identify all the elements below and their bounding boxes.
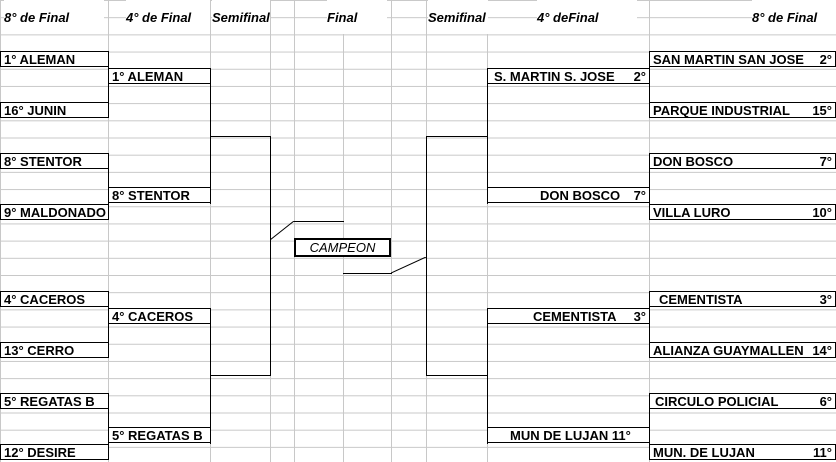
header-right-semi: Semifinal <box>428 0 488 34</box>
grid-line <box>108 0 109 462</box>
bracket-connector <box>426 136 488 137</box>
bracket-connector <box>210 136 271 137</box>
bracket-connector <box>210 375 271 376</box>
bracket-connector <box>487 68 488 204</box>
bracket-connector <box>649 393 650 460</box>
left-r16-slot: 5° REGATAS B <box>0 393 109 409</box>
left-r16-slot: 16° JUNIN <box>0 102 109 118</box>
bracket-connector <box>210 308 211 444</box>
bracket-connector <box>108 153 109 220</box>
bracket-connector <box>294 221 344 222</box>
grid-line <box>391 0 392 462</box>
left-r16-slot: 4° CACEROS <box>0 291 109 307</box>
grid-line <box>649 0 650 462</box>
bracket-connector <box>426 375 488 376</box>
left-quarter-slot: 1° ALEMAN <box>108 68 211 84</box>
bracket-connector <box>108 51 109 118</box>
bracket-connector <box>343 273 392 274</box>
left-r16-slot: 1° ALEMAN <box>0 51 109 67</box>
left-r16-slot: 8° STENTOR <box>0 153 109 169</box>
grid-line <box>343 0 344 462</box>
left-quarter-slot: 8° STENTOR <box>108 187 211 203</box>
bracket-connector <box>649 51 650 118</box>
left-quarter-slot: 4° CACEROS <box>108 308 211 324</box>
grid-line <box>487 0 488 462</box>
bracket-diagonal <box>270 221 295 241</box>
header-left-quarter: 4° de Final <box>126 0 210 34</box>
header-left-round16: 8° de Final <box>4 0 104 34</box>
left-r16-slot: 13° CERRO <box>0 342 109 358</box>
bracket-connector <box>270 136 271 376</box>
bracket-connector <box>426 136 427 376</box>
bracket-connector <box>649 291 650 358</box>
header-right-round16: 8° de Final <box>752 0 836 34</box>
header-right-quarter: 4° deFinal <box>537 0 637 34</box>
header-left-semi: Semifinal <box>212 0 270 34</box>
right-quarter-slot: MUN DE LUJAN 11° <box>487 427 650 443</box>
bracket-connector <box>108 393 109 460</box>
header-final: Final <box>327 0 387 34</box>
bracket-connector <box>108 291 109 358</box>
bracket-diagonal <box>391 257 427 274</box>
left-r16-slot: 9° MALDONADO <box>0 204 109 220</box>
grid-line <box>294 0 295 462</box>
champion-cell: CAMPEON <box>294 238 391 257</box>
left-r16-slot: 12° DESIRE <box>0 444 109 460</box>
bracket-connector <box>487 308 488 444</box>
left-quarter-slot: 5° REGATAS B <box>108 427 211 443</box>
bracket-connector <box>649 153 650 220</box>
grid-line <box>210 0 211 462</box>
